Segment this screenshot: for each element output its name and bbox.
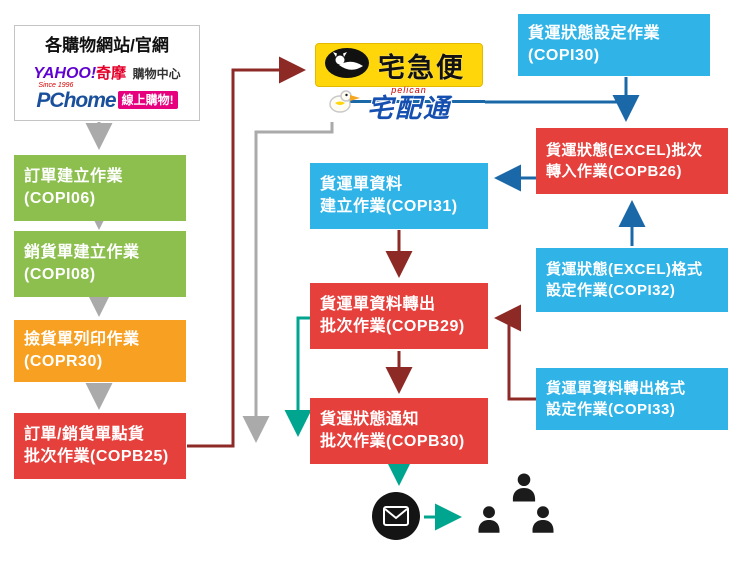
box-line: 貨運狀態通知 — [320, 410, 420, 428]
flow-box-copb26: 貨運狀態(EXCEL)批次 轉入作業(COPB26) — [536, 128, 728, 194]
box-line: 批次作業(COPB30) — [320, 433, 465, 450]
box-line: 訂單建立作業 — [24, 167, 124, 185]
flow-box-copi06: 訂單建立作業 (COPI06) — [14, 155, 186, 221]
box-line: 建立作業(COPI31) — [320, 198, 458, 215]
box-line: 貨運狀態設定作業 — [528, 24, 661, 42]
pelican-logo: pelican 宅配通 — [327, 84, 485, 122]
box-line: 設定作業(COPI33) — [546, 401, 676, 418]
box-line: 撿貨單列印作業 — [24, 330, 140, 348]
pchome-since: Since 1996 — [38, 82, 74, 89]
yahoo-brand: YAHOO! — [33, 65, 97, 82]
box-line: (COPI30) — [528, 47, 600, 64]
pchome-brand: PChome — [36, 89, 116, 112]
flow-box-copr30: 撿貨單列印作業 (COPR30) — [14, 320, 186, 382]
yahoo-label: 購物中心 — [132, 67, 181, 81]
flow-box-copi33: 貨運單資料轉出格式 設定作業(COPI33) — [536, 368, 728, 430]
flow-box-copi08: 銷貨單建立作業 (COPI08) — [14, 231, 186, 297]
person-icon — [526, 503, 560, 542]
box-line: 貨運單資料轉出 — [320, 295, 436, 313]
pelican-icon — [327, 86, 361, 121]
box-line: 貨運狀態(EXCEL)批次 — [546, 142, 703, 159]
flow-box-copi30: 貨運狀態設定作業 (COPI30) — [518, 14, 710, 76]
flow-box-copb30: 貨運狀態通知 批次作業(COPB30) — [310, 398, 488, 464]
flow-box-copi32: 貨運狀態(EXCEL)格式 設定作業(COPI32) — [536, 248, 728, 312]
box-line: (COPI08) — [24, 266, 96, 283]
box-line: 銷貨單建立作業 — [24, 243, 140, 261]
arrow-copi33-to-copb29 — [494, 304, 536, 401]
box-line: 批次作業(COPB29) — [320, 318, 465, 335]
person-icon — [472, 503, 506, 542]
box-line: 批次作業(COPB25) — [24, 448, 169, 465]
cat-icon — [324, 47, 370, 84]
person-icon — [506, 470, 542, 511]
shop-panel-title: 各購物網站/官網 — [45, 36, 169, 55]
pelican-name: 宅配通 — [367, 92, 452, 123]
arrow-copb29-down-gutter — [284, 316, 312, 437]
flow-box-copb29: 貨運單資料轉出 批次作業(COPB29) — [310, 283, 488, 349]
box-line: (COPR30) — [24, 353, 103, 370]
taqbin-logo: 宅急便 — [315, 43, 483, 87]
flow-box-copb25: 訂單/銷貨單點貨 批次作業(COPB25) — [14, 413, 186, 479]
box-line: 轉入作業(COPB26) — [546, 163, 683, 180]
pchome-label: 線上購物! — [117, 91, 178, 109]
pelican-underline — [335, 100, 485, 103]
box-line: 訂單/銷貨單點貨 — [24, 425, 145, 443]
yahoo-logo: YAHOO!奇摩 購物中心 — [15, 62, 199, 83]
box-line: (COPI06) — [24, 190, 96, 207]
envelope-icon — [372, 492, 420, 540]
box-line: 貨運單資料 — [320, 175, 403, 193]
yahoo-kimo: 奇摩 — [96, 65, 127, 82]
flow-box-copi31: 貨運單資料 建立作業(COPI31) — [310, 163, 488, 229]
pelican-sub-label: pelican — [391, 84, 427, 95]
taqbin-name: 宅急便 — [378, 52, 465, 83]
box-line: 貨運單資料轉出格式 — [546, 380, 686, 397]
arrow-copb25-to-carriers — [187, 56, 306, 448]
box-line: 貨運狀態(EXCEL)格式 — [546, 261, 703, 278]
box-line: 設定作業(COPI32) — [546, 282, 676, 299]
